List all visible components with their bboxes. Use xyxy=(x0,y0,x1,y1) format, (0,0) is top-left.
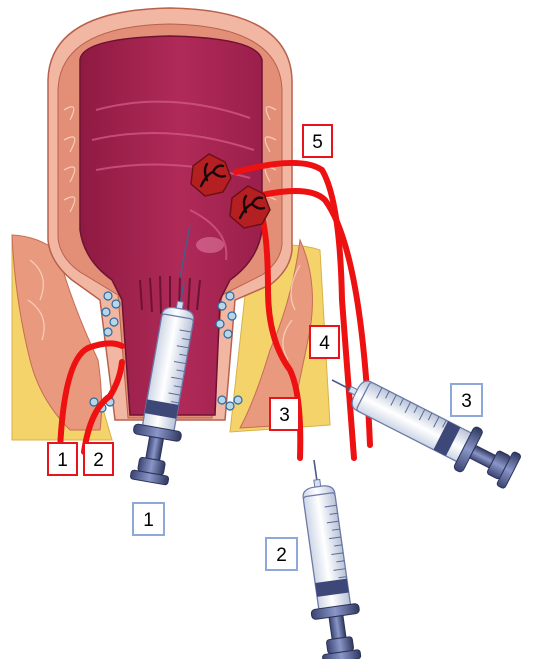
svg-text:3: 3 xyxy=(461,391,472,412)
svg-text:1: 1 xyxy=(143,510,154,531)
svg-text:2: 2 xyxy=(276,545,287,566)
blue-label-2: 2 xyxy=(266,538,297,570)
red-label-5: 5 xyxy=(303,125,332,157)
svg-text:5: 5 xyxy=(312,132,323,153)
svg-text:3: 3 xyxy=(279,405,290,426)
blue-label-1: 1 xyxy=(133,503,164,535)
blue-label-3: 3 xyxy=(451,384,482,416)
red-label-2: 2 xyxy=(84,443,113,475)
red-label-1: 1 xyxy=(48,443,77,475)
red-label-4: 4 xyxy=(310,326,339,358)
svg-text:1: 1 xyxy=(57,450,68,471)
svg-text:2: 2 xyxy=(93,450,104,471)
red-label-3: 3 xyxy=(270,398,299,430)
syringe-icon xyxy=(290,457,366,659)
svg-text:4: 4 xyxy=(319,333,330,354)
